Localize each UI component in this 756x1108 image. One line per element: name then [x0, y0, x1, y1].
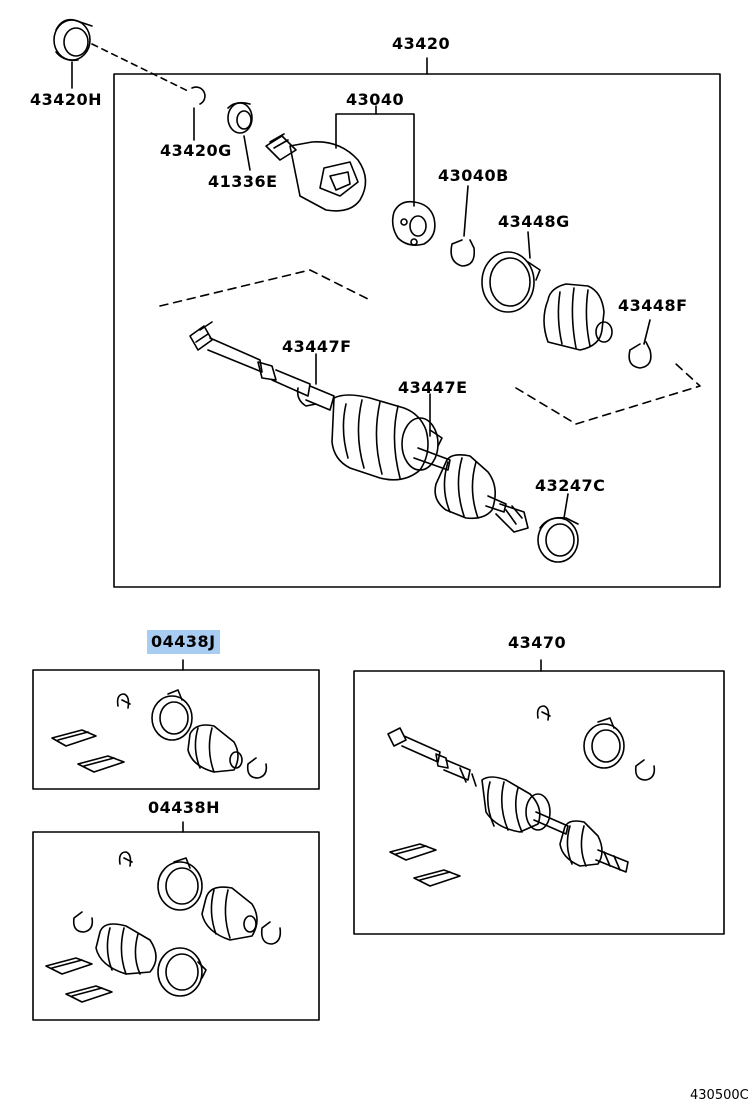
- label-43420[interactable]: 43420: [392, 34, 451, 53]
- leader-43247C: [563, 493, 569, 519]
- label-43470[interactable]: 43470: [508, 633, 567, 652]
- ring-41336E-drawing: [227, 101, 253, 134]
- kit-43470-parts-drawing: [387, 705, 656, 887]
- seal-43420H-drawing: [53, 18, 93, 62]
- clip-43448F-drawing: [628, 341, 652, 369]
- main-assembly-frame: [113, 73, 721, 588]
- kit-04438H-parts-drawing: [45, 851, 282, 1003]
- label-43447E[interactable]: 43447E: [398, 378, 468, 397]
- clip-43040B-drawing: [450, 239, 476, 267]
- outboard-joint-43040-drawing: [265, 133, 367, 212]
- leader-43420H: [91, 43, 191, 93]
- label-43420H[interactable]: 43420H: [30, 90, 103, 109]
- label-43420G[interactable]: 43420G: [160, 141, 232, 160]
- dashed-group-bracket: [159, 269, 701, 425]
- figure-code: 430500C: [690, 1088, 749, 1103]
- label-04438J-highlighted[interactable]: 04438J: [147, 630, 220, 654]
- band-43448G-drawing: [481, 251, 541, 313]
- label-43247C[interactable]: 43247C: [535, 476, 606, 495]
- leader-43040: [335, 113, 415, 207]
- leader-43448F: [643, 319, 651, 345]
- ring-43247C-drawing: [537, 516, 579, 563]
- label-43448G[interactable]: 43448G: [498, 212, 570, 231]
- label-43448F[interactable]: 43448F: [618, 296, 688, 315]
- label-41336E[interactable]: 41336E: [208, 172, 278, 191]
- label-43447F[interactable]: 43447F: [282, 337, 352, 356]
- kit-04438J-parts-drawing: [51, 689, 268, 779]
- snap-ring-43420G-drawing: [191, 86, 206, 105]
- kit-04438H-frame: [32, 831, 320, 1021]
- leader-41336E: [243, 135, 251, 171]
- drive-shaft-drawing: [189, 321, 529, 533]
- kit-04438J-frame: [32, 669, 320, 790]
- leader-43040B: [463, 185, 469, 237]
- label-43040[interactable]: 43040: [346, 90, 405, 109]
- kit-43470-frame: [353, 670, 725, 935]
- boot-inner-drawing: [543, 283, 613, 351]
- leader-43448G: [527, 231, 531, 259]
- label-43040B[interactable]: 43040B: [438, 166, 509, 185]
- tripod-43040B-drawing: [391, 200, 436, 246]
- label-04438H[interactable]: 04438H: [148, 798, 221, 817]
